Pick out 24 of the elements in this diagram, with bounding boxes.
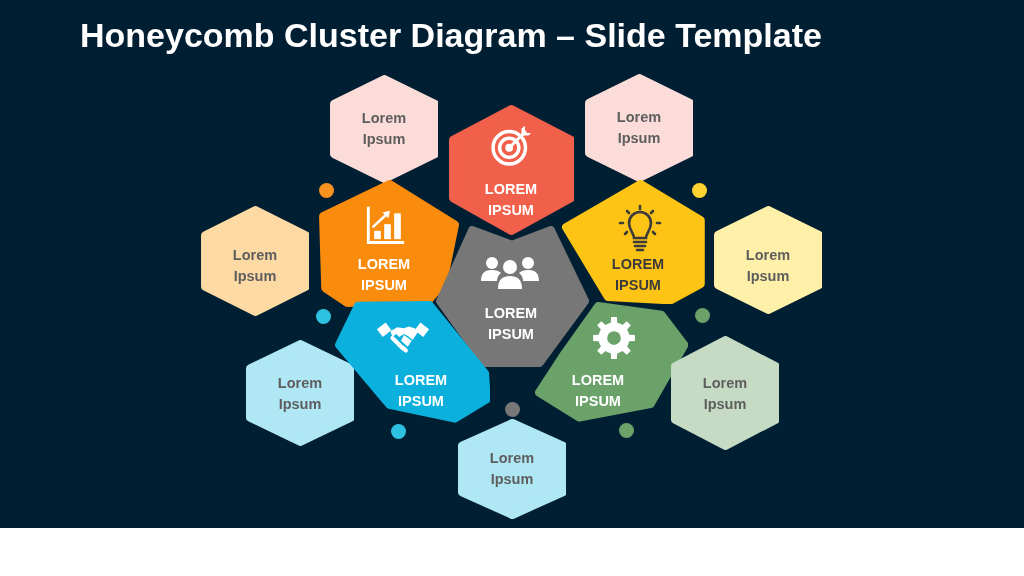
pentagon-tile <box>435 226 590 368</box>
tile-label: Lorem Ipsum <box>232 246 278 286</box>
tile-label: LOREM IPSUM <box>484 304 538 344</box>
hexagon-tile <box>448 105 575 235</box>
hexagon-tile <box>457 419 567 519</box>
tile-label: LOREM IPSUM <box>394 371 448 411</box>
tile-label: LOREM IPSUM <box>357 255 411 295</box>
tile-label: LOREM IPSUM <box>571 371 625 411</box>
hexagon-tile <box>561 179 705 305</box>
hexagon-tile <box>329 75 439 183</box>
tile-label: Lorem Ipsum <box>745 246 791 286</box>
hexagon-tile <box>713 206 823 314</box>
hexagon-tile <box>200 206 310 316</box>
tile-label: LOREM IPSUM <box>611 255 665 295</box>
hexagon-tile <box>245 340 355 446</box>
hexagon-tile <box>670 336 780 450</box>
slide-title: Honeycomb Cluster Diagram – Slide Template <box>80 15 822 55</box>
tile-label: Lorem Ipsum <box>702 374 748 414</box>
tile-label: Lorem Ipsum <box>277 374 323 414</box>
tile-label: Lorem Ipsum <box>616 108 662 148</box>
tile-label: Lorem Ipsum <box>489 449 535 489</box>
tile-label: LOREM IPSUM <box>484 180 538 220</box>
hexagon-tile <box>584 74 694 182</box>
tile-label: Lorem Ipsum <box>361 109 407 149</box>
